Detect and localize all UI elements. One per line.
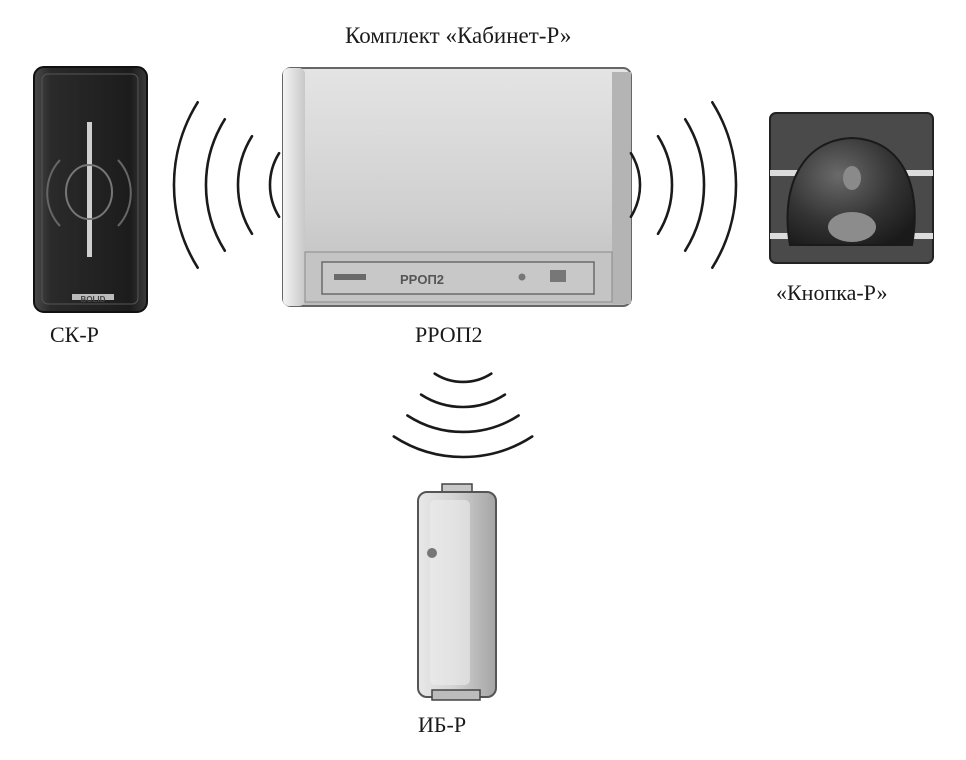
wave-arc [629,151,642,219]
card-reader-icon [33,66,148,313]
wave-arc [419,393,507,409]
radio-waves [172,101,738,459]
key-fob-icon [417,483,497,701]
wave-arc [172,101,199,269]
wave-arc [204,118,227,252]
panic-button-icon [769,112,934,264]
label-reader: СК-Р [50,322,99,347]
diagram-title: Комплект «Кабинет-Р» [345,23,572,48]
wave-arc [406,414,520,434]
reader-badge: BOLID [81,295,106,304]
wave-arc [392,435,534,459]
wave-hub-button [629,101,738,269]
wave-hub-fob [392,372,534,459]
wave-arc [711,101,738,269]
wave-arc [236,134,254,236]
label-button: «Кнопка-Р» [776,280,888,305]
wave-arc [433,372,493,384]
hub-panel-text: PPOП2 [400,272,444,287]
wave-arc [268,151,281,219]
label-hub: РРОП2 [415,322,483,347]
wave-arc [683,118,706,252]
receiver-hub-icon [282,67,632,307]
label-fob: ИБ-Р [418,712,467,737]
wave-reader-hub [172,101,281,269]
wave-arc [656,134,674,236]
